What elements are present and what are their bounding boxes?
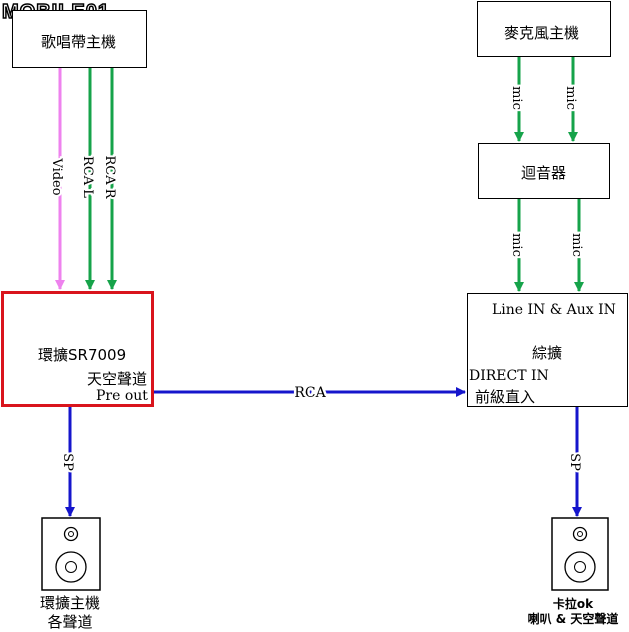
mic-edge-label-2: mic <box>563 86 578 110</box>
speaker-left-caption: 環擴主機 各聲道 <box>20 594 120 632</box>
rca-l-edge-label: RCA L <box>80 156 95 198</box>
av-receiver-preout: Pre out <box>96 388 148 404</box>
mic-edge-label-4: mic <box>569 233 584 257</box>
rca-r-edge-label: RCA R <box>102 155 117 199</box>
amp-inputs-label: Line IN & Aux IN <box>492 302 616 318</box>
speaker-right-icon <box>551 517 609 591</box>
rca-edge-label: RCA <box>294 385 326 401</box>
sp-edge-label-right: SP <box>567 453 582 471</box>
sp-edge-label-left: SP <box>60 453 75 471</box>
echo-unit-box: 迴音器 <box>478 143 610 199</box>
video-edge-label: Video <box>49 157 64 195</box>
mic-edge-label-1: mic <box>509 86 524 110</box>
speaker-left-caption-line2: 各聲道 <box>47 613 93 631</box>
speaker-right-caption-line1: 卡拉ok <box>552 597 594 611</box>
amp-direct-label: DIRECT IN <box>469 368 549 384</box>
amp-name-label: 綜擴 <box>532 344 563 362</box>
speaker-left-icon <box>41 517 101 591</box>
karaoke-player-label: 歌唱帶主機 <box>41 33 117 51</box>
speaker-left-caption-line1: 環擴主機 <box>39 594 100 612</box>
mic-edge-label-3: mic <box>509 233 524 257</box>
speaker-right-caption: 卡拉ok 喇叭 & 天空聲道 <box>520 597 626 627</box>
speaker-right-caption-line2: 喇叭 & 天空聲道 <box>527 612 619 626</box>
av-receiver-sky: 天空聲道 <box>87 370 148 388</box>
karaoke-player-box: 歌唱帶主機 <box>12 10 147 68</box>
mic-host-box: 麥克風主機 <box>477 1 611 57</box>
amplifier-box: Line IN & Aux IN 綜擴 DIRECT IN 前級直入 <box>467 293 628 407</box>
echo-unit-label: 迴音器 <box>521 164 567 182</box>
mic-host-label: 麥克風主機 <box>504 24 580 42</box>
av-receiver-box: 環擴SR7009 天空聲道 Pre out <box>1 291 154 407</box>
av-receiver-name: 環擴SR7009 <box>38 346 127 364</box>
amp-direct-zh-label: 前級直入 <box>475 388 536 406</box>
